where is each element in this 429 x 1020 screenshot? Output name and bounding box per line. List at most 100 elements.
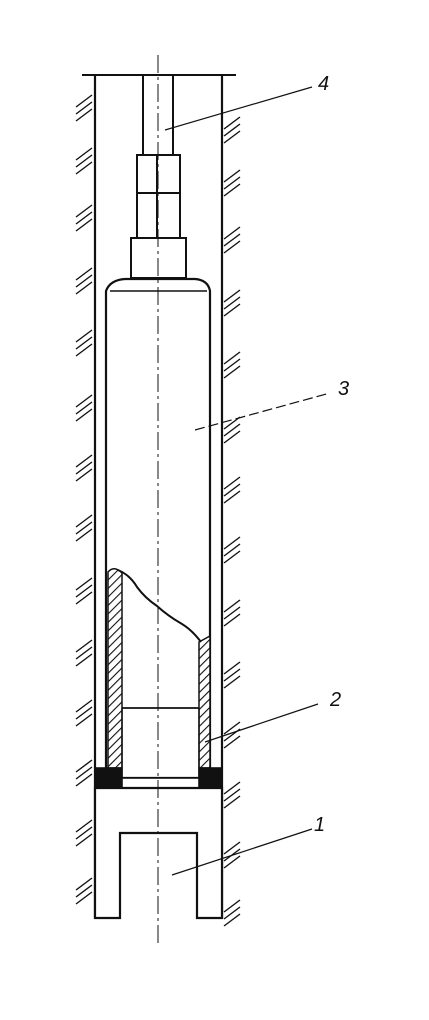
ground-hatch-mark-right (223, 289, 241, 303)
leader-1 (171, 828, 313, 876)
ground-hatch-mark-left (75, 591, 93, 605)
seal-gap (121, 777, 200, 789)
callout-2: 2 (329, 689, 341, 711)
ground-hatch-mark-left (75, 468, 93, 482)
ground-hatching (75, 94, 241, 927)
ground-hatch-mark-left (75, 343, 93, 357)
ground-hatch-mark-right (223, 855, 241, 869)
ground-hatch-mark-right (223, 668, 241, 682)
ground-hatch-mark-left (75, 577, 93, 591)
ground-hatch-mark-right (223, 430, 241, 444)
ground-hatch-mark-left (75, 211, 93, 225)
ground-hatch-mark-left (75, 408, 93, 422)
cutaway-edge (117, 569, 202, 643)
ground-hatch-mark-left (75, 329, 93, 343)
ground-hatch-mark-right (223, 536, 241, 550)
ground-hatch-mark-right (223, 788, 241, 802)
ground-hatch-mark-left (75, 766, 93, 780)
ground-hatch-mark-right (223, 675, 241, 689)
ground-hatch-mark-right (223, 240, 241, 254)
ground-hatch-mark-left (75, 514, 93, 528)
ground-hatch-mark-right (223, 233, 241, 247)
ground-hatch-mark-left (75, 461, 93, 475)
ground-hatch-mark-left (75, 891, 93, 905)
ground-hatch-mark-right (223, 176, 241, 190)
ground-hatch-mark-right (223, 795, 241, 809)
leader-lines (164, 86, 331, 876)
leader-3 (194, 392, 331, 431)
ground-hatch-mark-right (223, 351, 241, 365)
ground-hatch-mark-right (223, 735, 241, 749)
ground-hatch-mark-right (223, 226, 241, 240)
ground-hatch-mark-right (223, 476, 241, 490)
ground-hatch-mark-left (75, 877, 93, 891)
barrel-wall-right-section (198, 634, 211, 769)
ground-hatch-mark-right (223, 550, 241, 564)
ground-hatch-mark-right (223, 899, 241, 913)
ground-hatch-mark-left (75, 454, 93, 468)
ground-hatch-mark-left (75, 161, 93, 175)
ground-hatch-mark-left (75, 584, 93, 598)
ground-hatch-mark-right (223, 613, 241, 627)
ground-hatch-mark-left (75, 773, 93, 787)
ground-hatch-mark-left (75, 699, 93, 713)
ground-hatch-mark-left (75, 639, 93, 653)
ground-hatch-mark-left (75, 706, 93, 720)
ground-hatch-mark-right (223, 123, 241, 137)
ground-hatch-mark-left (75, 281, 93, 295)
ground-hatch-mark-left (75, 94, 93, 108)
ground-hatch-mark-right (223, 303, 241, 317)
ground-hatch-mark-left (75, 833, 93, 847)
callout-1: 1 (314, 814, 325, 836)
ground-hatch-mark-left (75, 528, 93, 542)
ground-hatch-mark-right (223, 543, 241, 557)
ground-hatch-mark-left (75, 819, 93, 833)
ground-hatch-mark-right (223, 130, 241, 144)
seal-ring (94, 767, 223, 789)
ground-hatch-mark-left (75, 759, 93, 773)
ground-hatch-mark-left (75, 154, 93, 168)
ground-hatch-mark-left (75, 336, 93, 350)
seal-left (94, 767, 123, 789)
ground-hatch-mark-right (223, 296, 241, 310)
ground-hatch-mark-right (223, 358, 241, 372)
ground-hatch-mark-left (75, 218, 93, 232)
ground-hatch-mark-right (223, 906, 241, 920)
ground-hatch-mark-left (75, 204, 93, 218)
ground-hatch-mark-right (223, 169, 241, 183)
ground-hatch-mark-right (223, 781, 241, 795)
barrel-wall-left-section (107, 568, 123, 769)
leader-2 (204, 703, 319, 743)
ground-hatch-mark-left (75, 401, 93, 415)
ground-hatch-mark-left (75, 101, 93, 115)
ground-hatch-mark-left (75, 108, 93, 122)
seal-right (198, 767, 223, 789)
ground-hatch-mark-right (223, 365, 241, 379)
ground-hatch-mark-right (223, 490, 241, 504)
ground-hatch-mark-left (75, 267, 93, 281)
ground-hatch-mark-right (223, 423, 241, 437)
ground-hatch-mark-right (223, 183, 241, 197)
ground-hatch-mark-right (223, 606, 241, 620)
ground-hatch-mark-right (223, 483, 241, 497)
ground-hatch-mark-right (223, 116, 241, 130)
ground-hatch-mark-left (75, 147, 93, 161)
ground-hatch-mark-right (223, 841, 241, 855)
ground-hatch-mark-left (75, 653, 93, 667)
callout-4: 4 (318, 73, 329, 95)
ground-hatch-mark-left (75, 274, 93, 288)
ground-hatch-mark-right (223, 913, 241, 927)
callout-3: 3 (338, 378, 349, 400)
ground-hatch-mark-right (223, 599, 241, 613)
ground-hatch-mark-left (75, 713, 93, 727)
ground-hatch-mark-left (75, 884, 93, 898)
ground-hatch-mark-left (75, 826, 93, 840)
ground-hatch-mark-left (75, 394, 93, 408)
leader-4 (164, 86, 313, 131)
ground-hatch-mark-right (223, 661, 241, 675)
core-bit (93, 786, 224, 920)
ground-hatch-mark-left (75, 646, 93, 660)
ground-hatch-mark-right (223, 721, 241, 735)
ground-hatch-mark-left (75, 521, 93, 535)
